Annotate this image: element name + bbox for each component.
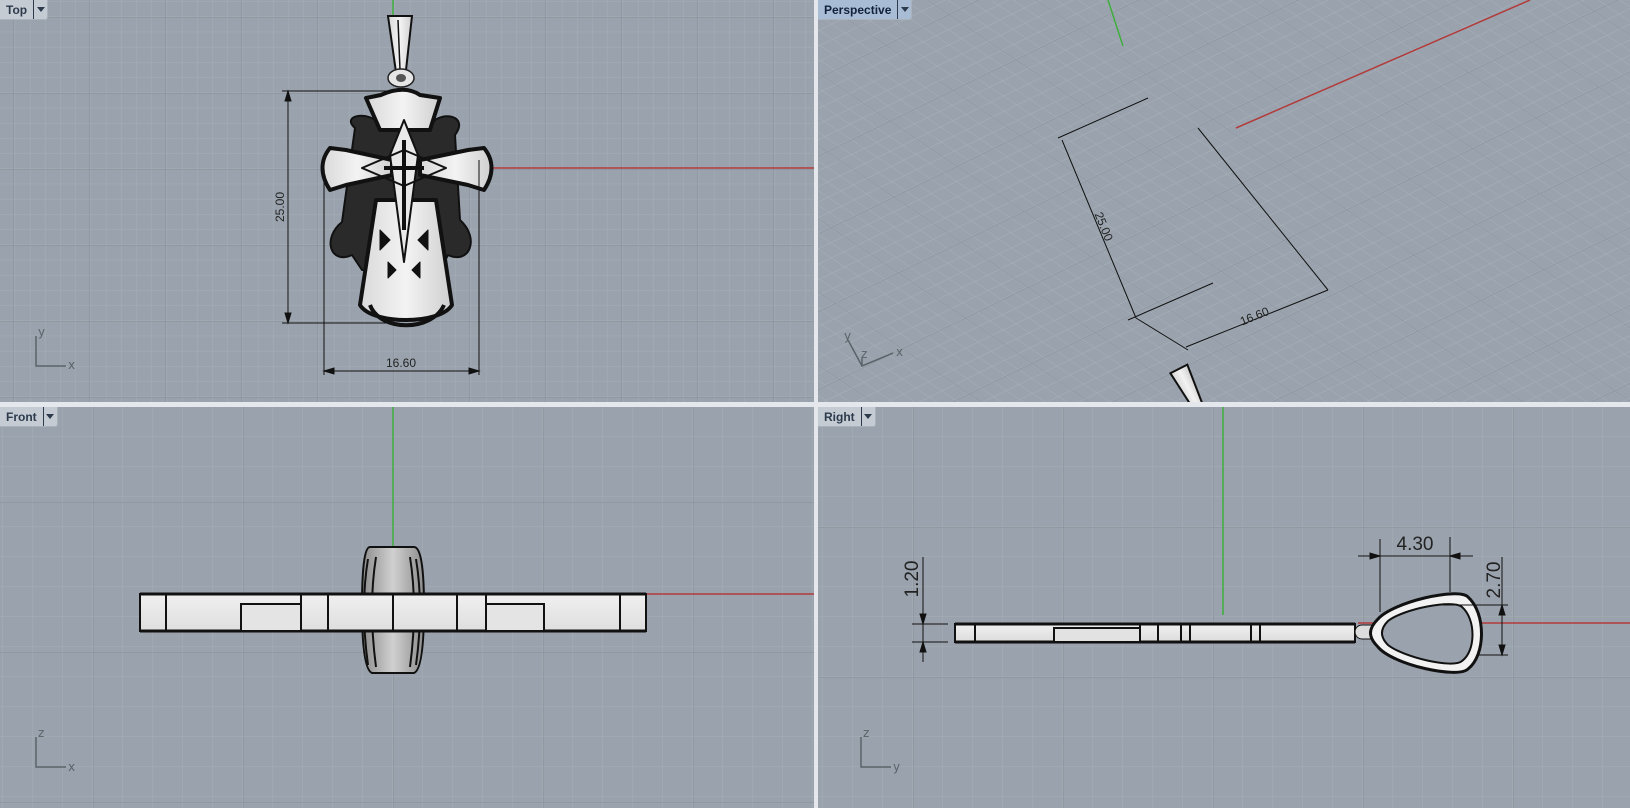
dimension-bail-height[interactable] (1443, 557, 1508, 657)
dimension-label-bail-height: 2.70 (1484, 562, 1505, 599)
chevron-down-icon[interactable] (897, 0, 911, 19)
pendant-profile[interactable] (139, 592, 647, 633)
svg-text:z: z (861, 347, 867, 361)
viewport-right[interactable]: 1.20 4.30 2.70 z y Right (818, 407, 1630, 808)
dimension-label-bail-width: 4.30 (1397, 534, 1434, 555)
svg-text:z: z (863, 726, 869, 740)
dimension-label-height: 25.00 (273, 192, 287, 222)
viewport-title: Perspective (824, 2, 892, 17)
chevron-down-icon[interactable] (33, 0, 47, 19)
viewport-tab-right[interactable]: Right (818, 407, 876, 427)
top-viewport-canvas[interactable]: 25.00 16.60 y x (0, 0, 814, 402)
right-viewport-canvas[interactable]: 1.20 4.30 2.70 z y (818, 407, 1630, 808)
pendant-cross[interactable] (320, 87, 494, 328)
viewport-title: Front (6, 409, 37, 424)
axis-gizmo-icon: y z x (844, 329, 903, 367)
viewport-tab-top[interactable]: Top (0, 0, 49, 20)
pendant-bail-side[interactable] (1354, 592, 1483, 674)
viewport-tab-perspective[interactable]: Perspective (818, 0, 913, 20)
svg-text:x: x (68, 760, 75, 774)
x-axis-line (1235, 0, 1531, 129)
chevron-down-icon[interactable] (42, 407, 57, 426)
viewport-title: Right (824, 409, 855, 424)
svg-text:y: y (893, 760, 900, 774)
viewport-perspective[interactable]: 25.00 16.60 y z x Perspective (818, 0, 1630, 402)
viewport-top[interactable]: 25.00 16.60 y x Top (0, 0, 814, 402)
viewport-front[interactable]: z x Front (0, 407, 814, 808)
dimension-bail-width[interactable] (1358, 537, 1473, 612)
dimension-height[interactable] (1057, 97, 1214, 321)
dimension-width[interactable] (322, 160, 481, 375)
svg-text:y: y (844, 329, 851, 343)
dimension-width[interactable] (1135, 127, 1329, 351)
front-viewport-canvas[interactable]: z x (0, 407, 814, 808)
svg-text:y: y (38, 325, 45, 339)
axis-gizmo-icon: z x (35, 726, 75, 774)
pendant-profile[interactable] (954, 622, 1356, 644)
viewport-splitter-horizontal[interactable] (0, 402, 1630, 407)
svg-text:z: z (38, 726, 44, 740)
svg-text:x: x (68, 358, 75, 372)
axis-gizmo-icon: y x (35, 325, 75, 372)
dimension-label-thickness: 1.20 (902, 561, 923, 598)
viewport-title: Top (6, 2, 28, 17)
dimension-label-width: 16.60 (386, 356, 416, 370)
y-axis-line (1107, 0, 1124, 47)
pendant-cross[interactable] (1130, 331, 1373, 402)
pendant-bail[interactable] (386, 15, 415, 88)
dimension-thickness[interactable] (912, 557, 948, 662)
perspective-viewport-canvas[interactable]: 25.00 16.60 y z x (818, 0, 1630, 402)
chevron-down-icon[interactable] (860, 407, 875, 426)
svg-text:x: x (896, 345, 903, 359)
dimension-height[interactable] (282, 89, 395, 325)
viewport-tab-front[interactable]: Front (0, 407, 58, 427)
axis-gizmo-icon: z y (860, 726, 900, 774)
